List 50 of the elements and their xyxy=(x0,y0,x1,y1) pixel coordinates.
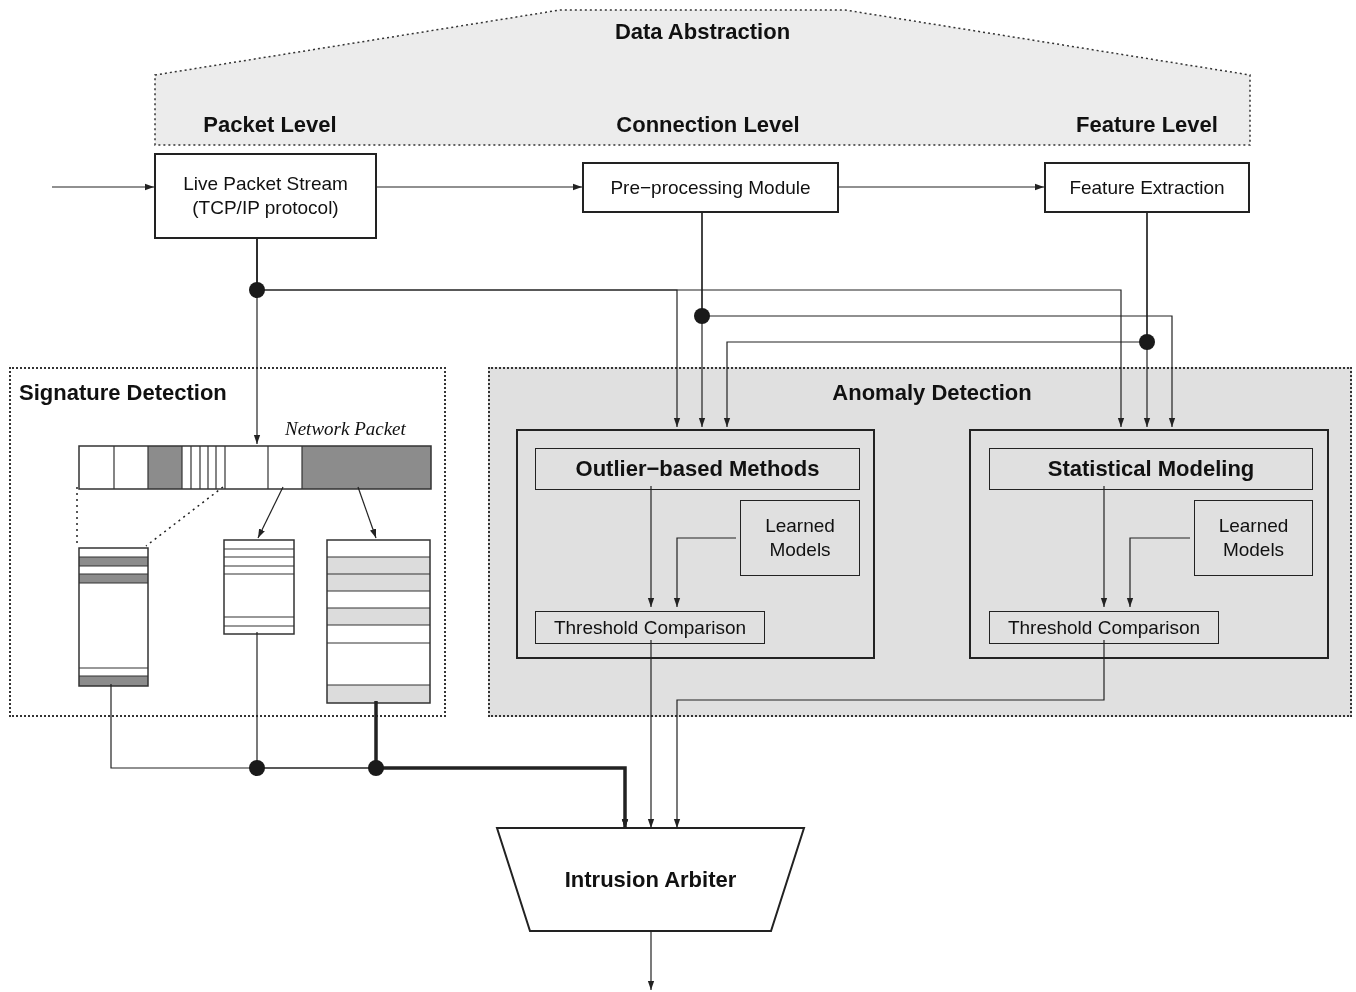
process-box xyxy=(582,162,839,213)
band-title: Data Abstraction xyxy=(613,20,792,44)
arrow xyxy=(673,537,737,608)
model-box xyxy=(1194,500,1313,576)
arrow xyxy=(647,639,655,829)
arrow xyxy=(647,485,655,608)
box-label: Threshold Comparison xyxy=(1007,615,1201,640)
box-label: Outlier−based Methods xyxy=(575,457,820,481)
panel-title: Signature Detection xyxy=(19,381,228,405)
box-label: Live Packet Stream (TCP/IP protocol) xyxy=(182,172,349,220)
arrow xyxy=(51,183,155,191)
packet-field-stack xyxy=(327,540,430,703)
method-group-box xyxy=(969,429,1329,659)
signature-detection-panel xyxy=(9,367,446,717)
arrow xyxy=(376,183,583,191)
packet-caption: Network Packet xyxy=(285,418,406,440)
packet-field-stack xyxy=(224,540,294,634)
level-label: Packet Level xyxy=(202,113,338,137)
box-label: Statistical Modeling xyxy=(1047,457,1255,481)
arrow xyxy=(257,486,284,539)
method-box xyxy=(989,448,1313,490)
arbiter-trapezoid xyxy=(497,828,804,931)
comparison-box xyxy=(989,611,1219,644)
packet-field-stack xyxy=(79,548,148,686)
method-group-box xyxy=(516,429,875,659)
anomaly-detection-panel xyxy=(488,367,1352,717)
data-abstraction-band xyxy=(155,10,1250,145)
arrow xyxy=(256,238,1125,428)
box-label: Learned Models xyxy=(1217,514,1290,562)
arrow xyxy=(374,701,629,828)
box-label: Feature Extraction xyxy=(1069,175,1225,200)
process-box xyxy=(154,153,377,239)
model-box xyxy=(740,500,860,576)
process-box xyxy=(1044,162,1250,213)
arrow xyxy=(673,639,1105,829)
box-label: Intrusion Arbiter xyxy=(564,867,737,892)
arrow xyxy=(357,486,377,539)
arrow xyxy=(647,930,655,991)
arrow xyxy=(1100,485,1108,608)
arrow xyxy=(1126,537,1191,608)
box-label: Threshold Comparison xyxy=(553,615,747,640)
panel-title: Anomaly Detection xyxy=(831,381,1033,405)
zoom-guide-line xyxy=(145,486,224,547)
arrow xyxy=(838,183,1045,191)
method-box xyxy=(535,448,860,490)
box-label: Learned Models xyxy=(764,514,836,562)
level-label: Connection Level xyxy=(615,113,801,137)
comparison-box xyxy=(535,611,765,644)
level-label: Feature Level xyxy=(1075,113,1219,137)
box-label: Pre−processing Module xyxy=(610,175,811,200)
